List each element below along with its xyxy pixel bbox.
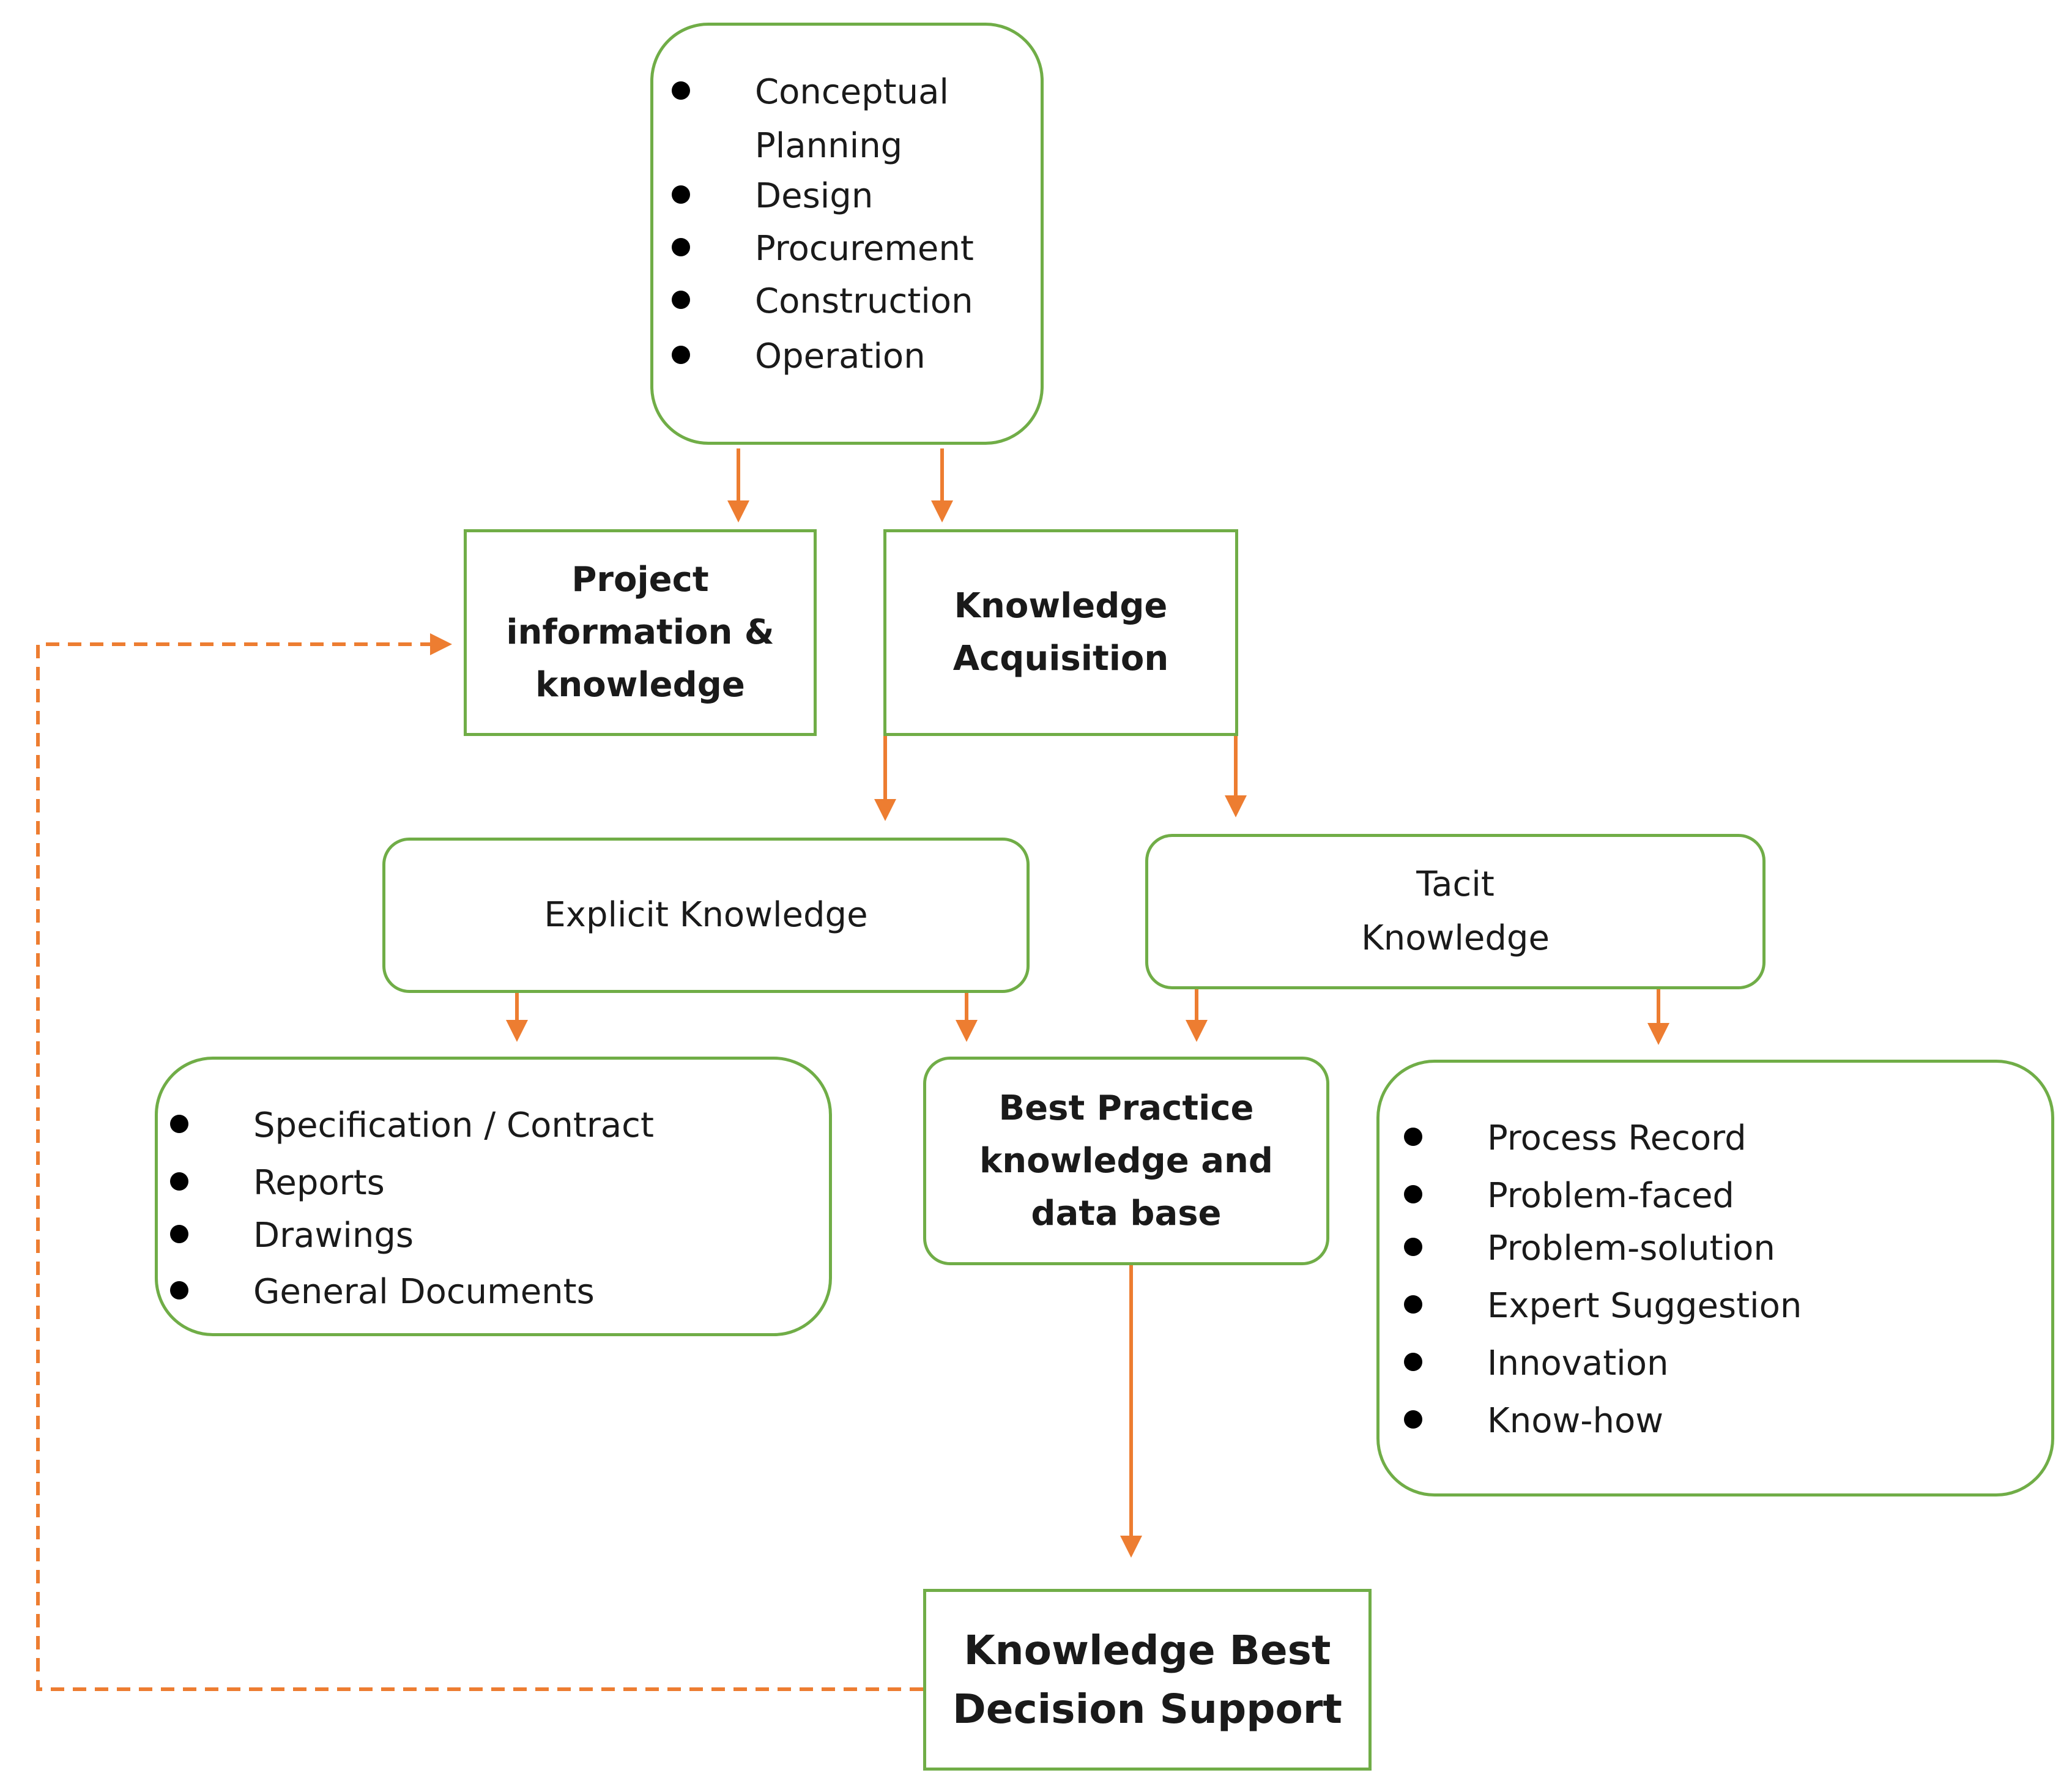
list-item: Process Record bbox=[1404, 1112, 1802, 1166]
decision-support-label: Knowledge Best Decision Support bbox=[952, 1626, 1342, 1733]
list-item: Conceptual Planning bbox=[672, 65, 974, 173]
bullet-icon bbox=[1404, 1353, 1422, 1371]
knowledge-acquisition-label: Knowledge Acquisition bbox=[952, 586, 1169, 679]
tacit-item-label: Problem-solution bbox=[1487, 1229, 1775, 1268]
tacit-item-label: Problem-faced bbox=[1487, 1176, 1734, 1216]
phase-label: Procurement bbox=[755, 229, 974, 269]
explicit-knowledge-label: Explicit Knowledge bbox=[544, 895, 868, 935]
project-info-box: Project information & knowledge bbox=[464, 529, 817, 736]
list-item: Expert Suggestion bbox=[1404, 1279, 1802, 1333]
project-phases-box: Conceptual Planning Design Procurement C… bbox=[650, 23, 1044, 445]
decision-support-box: Knowledge Best Decision Support bbox=[923, 1589, 1372, 1771]
tacit-items-list: Process Record Problem-faced Problem-sol… bbox=[1404, 1112, 1802, 1448]
list-item: Innovation bbox=[1404, 1337, 1802, 1391]
explicit-knowledge-box: Explicit Knowledge bbox=[382, 838, 1030, 993]
list-item: General Documents bbox=[170, 1265, 654, 1319]
bullet-icon bbox=[1404, 1238, 1422, 1256]
list-item: Procurement bbox=[672, 222, 974, 276]
feedback-dashed-arrow bbox=[36, 633, 923, 1691]
bullet-icon bbox=[170, 1172, 188, 1191]
bullet-icon bbox=[1404, 1410, 1422, 1429]
list-item: Problem-faced bbox=[1404, 1169, 1802, 1223]
explicit-documents-box: Specification / Contract Reports Drawing… bbox=[155, 1057, 832, 1336]
best-practice-box: Best Practice knowledge and data base bbox=[923, 1057, 1329, 1265]
bullet-icon bbox=[1404, 1185, 1422, 1203]
bullet-icon bbox=[170, 1225, 188, 1243]
best-practice-label: Best Practice knowledge and data base bbox=[979, 1088, 1273, 1233]
phase-label: Conceptual Planning bbox=[755, 72, 949, 166]
list-item: Design bbox=[672, 169, 974, 223]
bullet-icon bbox=[672, 346, 690, 364]
project-phases-list: Conceptual Planning Design Procurement C… bbox=[672, 65, 974, 384]
bullet-icon bbox=[1404, 1295, 1422, 1314]
bullet-icon bbox=[170, 1115, 188, 1133]
list-item: Reports bbox=[170, 1156, 654, 1210]
document-label: Drawings bbox=[253, 1216, 414, 1255]
bullet-icon bbox=[1404, 1128, 1422, 1146]
list-item: Drawings bbox=[170, 1209, 654, 1263]
document-label: General Documents bbox=[253, 1272, 595, 1312]
tacit-item-label: Expert Suggestion bbox=[1487, 1286, 1802, 1326]
document-label: Specification / Contract bbox=[253, 1106, 654, 1145]
tacit-item-label: Process Record bbox=[1487, 1118, 1747, 1158]
list-item: Problem-solution bbox=[1404, 1222, 1802, 1276]
tacit-items-box: Process Record Problem-faced Problem-sol… bbox=[1376, 1060, 2054, 1496]
phase-label: Operation bbox=[755, 336, 926, 376]
document-label: Reports bbox=[253, 1163, 385, 1203]
tacit-item-label: Know-how bbox=[1487, 1401, 1664, 1441]
tacit-knowledge-box: Tacit Knowledge bbox=[1145, 834, 1766, 989]
bullet-icon bbox=[672, 291, 690, 309]
list-item: Specification / Contract bbox=[170, 1099, 654, 1153]
phase-label: Design bbox=[755, 176, 874, 216]
bullet-icon bbox=[672, 185, 690, 204]
phase-label: Construction bbox=[755, 281, 973, 321]
tacit-knowledge-label: Tacit Knowledge bbox=[1361, 864, 1550, 958]
tacit-item-label: Innovation bbox=[1487, 1344, 1669, 1383]
bullet-icon bbox=[672, 81, 690, 100]
list-item: Operation bbox=[672, 330, 974, 384]
project-info-label: Project information & knowledge bbox=[506, 560, 774, 705]
explicit-documents-list: Specification / Contract Reports Drawing… bbox=[170, 1099, 654, 1319]
list-item: Construction bbox=[672, 275, 974, 329]
bullet-icon bbox=[672, 238, 690, 256]
knowledge-acquisition-box: Knowledge Acquisition bbox=[883, 529, 1238, 736]
bullet-icon bbox=[170, 1281, 188, 1299]
list-item: Know-how bbox=[1404, 1394, 1802, 1448]
